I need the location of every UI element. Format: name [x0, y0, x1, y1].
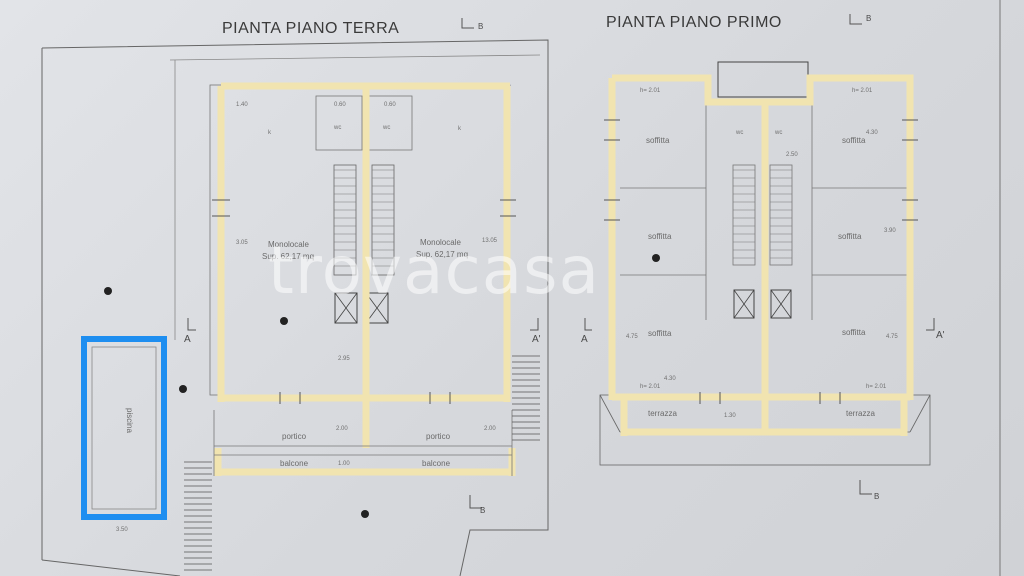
- first-floor-title: PIANTA PIANO PRIMO: [606, 14, 782, 31]
- portico-left-label: portico: [282, 432, 307, 441]
- level-markers: [104, 254, 660, 518]
- watermark-logo: trovacasa: [268, 232, 601, 309]
- first-floor-partitions: [620, 100, 910, 320]
- ground-dim-balcone: 1.00: [338, 461, 350, 467]
- ground-dim-top: 1.40: [236, 102, 248, 108]
- ground-wc-right-label: wc: [383, 125, 391, 131]
- soffitta-6-label: soffitta: [842, 328, 866, 337]
- soffitta-5-label: soffitta: [648, 329, 672, 338]
- ground-dim-portico-right: 2.00: [484, 426, 496, 432]
- external-stairs-right: [512, 355, 540, 441]
- first-lift-left: [733, 289, 755, 319]
- balcone-left-label: balcone: [280, 459, 309, 468]
- ground-unit-left-area: Sup. 62,17 mq: [262, 252, 315, 261]
- portico-right-label: portico: [426, 432, 451, 441]
- terrazza-left-label: terrazza: [648, 409, 677, 418]
- ground-unit-left-label: Monolocale: [268, 240, 309, 249]
- first-height-2: h= 2.01: [852, 88, 873, 94]
- balcone-right-label: balcone: [422, 459, 451, 468]
- section-b-ground-top: B: [478, 22, 484, 31]
- ground-stairs: [333, 164, 395, 276]
- section-a-prime-first: A': [936, 330, 945, 341]
- first-lift-right: [770, 289, 792, 319]
- external-stairs-left: [184, 461, 212, 571]
- soffitta-1-label: soffitta: [646, 136, 670, 145]
- first-height-1: h= 2.01: [640, 88, 661, 94]
- ground-dim-left: 3.05: [236, 240, 248, 246]
- ground-dim-pool-width: 3.50: [116, 527, 128, 533]
- garden-line-top: [169, 54, 541, 61]
- terrazza-right-label: terrazza: [846, 409, 875, 418]
- section-b-first-bottom: B: [874, 492, 880, 501]
- soffitta-2-label: soffitta: [842, 136, 866, 145]
- first-dim-right-width: 4.30: [866, 130, 878, 136]
- ground-kitchen-right-label: k: [458, 126, 461, 132]
- first-dim-right-depth: 4.75: [886, 334, 898, 340]
- first-dim-left-width: 4.30: [664, 376, 676, 382]
- first-dim-left-depth: 4.75: [626, 334, 638, 340]
- ground-dim-wc-left: 0.60: [334, 102, 346, 108]
- first-wc-right-label: wc: [775, 130, 783, 136]
- site-boundary: [41, 39, 549, 576]
- section-b-first-top: B: [866, 14, 872, 23]
- chimney-block: [717, 61, 809, 98]
- section-a-prime-ground: A': [532, 334, 541, 345]
- first-dim-mid: 3.90: [884, 228, 896, 234]
- section-b-ground-bottom: B: [480, 506, 486, 515]
- first-height-3: h= 2.01: [640, 384, 661, 390]
- ground-dim-portico: 2.00: [336, 426, 348, 432]
- piscina-label: piscina: [125, 408, 134, 433]
- ground-walls-highlight: [214, 82, 516, 476]
- ground-floor-title: PIANTA PIANO TERRA: [222, 20, 400, 37]
- soffitta-4-label: soffitta: [838, 232, 862, 241]
- window-marks: [212, 119, 918, 404]
- section-a-first: A: [581, 334, 588, 345]
- ground-dim-depth: 13.05: [482, 238, 498, 244]
- ground-dim-wc-right: 0.60: [384, 102, 396, 108]
- first-height-4: h= 2.01: [866, 384, 887, 390]
- first-dim-terrace: 1.30: [724, 413, 736, 419]
- section-lines: [187, 14, 935, 509]
- ground-wc-left-label: wc: [334, 125, 342, 131]
- ground-unit-right-area: Sup. 62,17 mq: [416, 250, 469, 259]
- soffitta-3-label: soffitta: [648, 232, 672, 241]
- site-boundary-bottom: [41, 559, 181, 576]
- first-dim-stair: 2.50: [786, 152, 798, 158]
- ground-portico-lines: [213, 410, 513, 476]
- first-wc-left-label: wc: [736, 130, 744, 136]
- ground-dim-stair: 2.95: [338, 356, 350, 362]
- section-a-ground: A: [184, 334, 191, 345]
- first-walls-highlight: [608, 74, 914, 436]
- ground-unit-right-label: Monolocale: [420, 238, 461, 247]
- swimming-pool: [81, 336, 167, 520]
- ground-kitchen-left-label: k: [268, 130, 271, 136]
- ground-lift-left: [334, 292, 358, 324]
